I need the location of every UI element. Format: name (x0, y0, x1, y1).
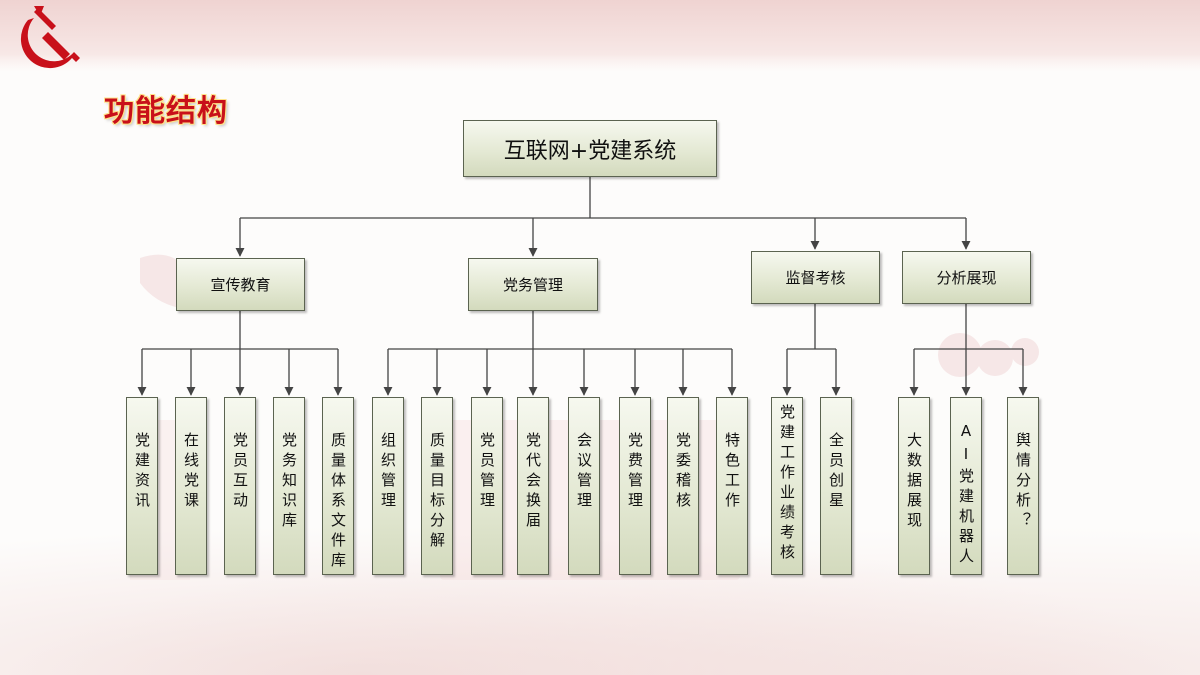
leaf-node: 舆情分析？ (1007, 397, 1039, 575)
leaf-node: 组织管理 (372, 397, 404, 575)
category-node-analysis: 分析展现 (902, 251, 1031, 304)
leaf-node: 党务知识库 (273, 397, 305, 575)
leaf-node: 质量体系文件库 (322, 397, 354, 575)
leaf-node: 会议管理 (568, 397, 600, 575)
leaf-node: 党委稽核 (667, 397, 699, 575)
category-node-supervision: 监督考核 (751, 251, 880, 304)
leaf-node: 党代会换届 (517, 397, 549, 575)
leaf-node: 大数据展现 (898, 397, 930, 575)
leaf-node: 特色工作 (716, 397, 748, 575)
leaf-node: 党员互动 (224, 397, 256, 575)
leaf-node: 全员创星 (820, 397, 852, 575)
category-node-publicity: 宣传教育 (176, 258, 305, 311)
leaf-node: 在线党课 (175, 397, 207, 575)
leaf-node: 党建工作业绩考核 (771, 397, 803, 575)
leaf-node: 党建资讯 (126, 397, 158, 575)
leaf-node: AI党建机器人 (950, 397, 982, 575)
leaf-node: 党费管理 (619, 397, 651, 575)
category-node-party-affairs: 党务管理 (468, 258, 598, 311)
root-node: 互联网+党建系统 (463, 120, 717, 177)
leaf-node: 质量目标分解 (421, 397, 453, 575)
leaf-node: 党员管理 (471, 397, 503, 575)
